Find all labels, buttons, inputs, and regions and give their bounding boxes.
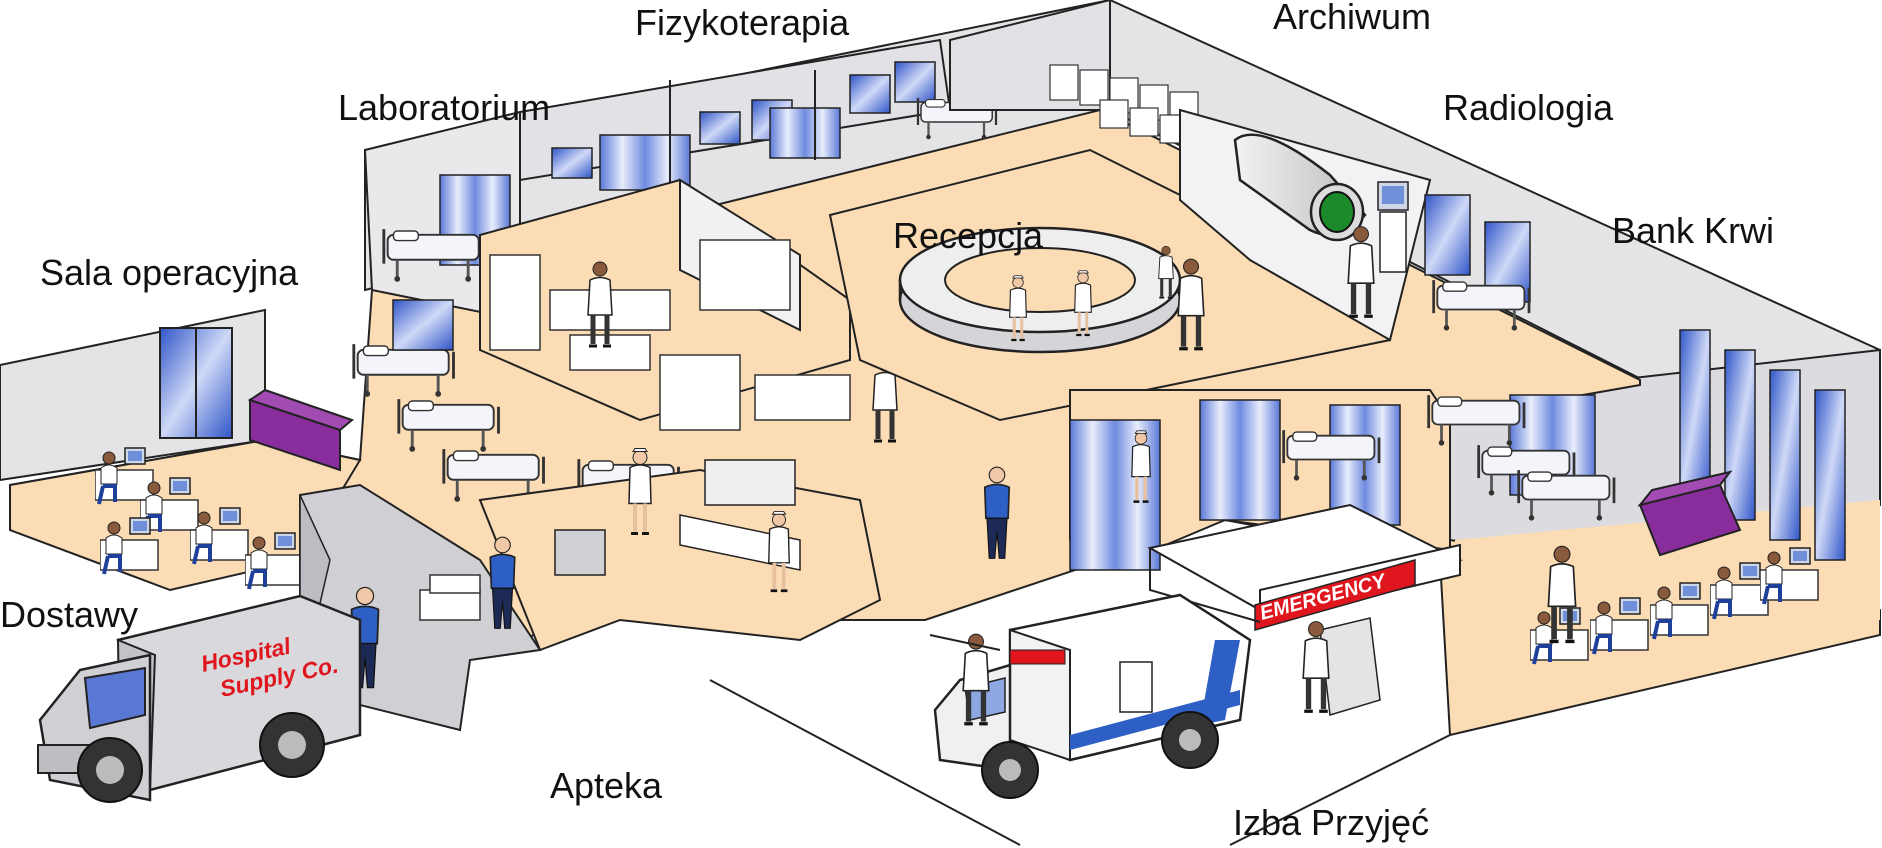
delivery-truck-icon: Hospital Supply Co.: [37, 594, 362, 803]
window-icon: [1724, 349, 1756, 521]
boxes-icon: [419, 574, 481, 621]
window-icon: [1769, 369, 1801, 541]
label-sala-operacyjna: Sala operacyjna: [40, 252, 299, 293]
emergency-entrance: EMERGENCY: [1147, 503, 1463, 716]
label-radiologia: Radiologia: [1443, 87, 1614, 128]
window-icon: [1424, 194, 1471, 276]
pharmacy-shelf-icon: [704, 459, 796, 506]
label-dostawy: Dostawy: [0, 594, 138, 635]
lab-cabinets-icon: [489, 239, 851, 431]
sofa-icon: [247, 388, 355, 472]
blood-bank-room: [1530, 329, 1846, 666]
room-labels: Fizykoterapia Archiwum Laboratorium Radi…: [0, 0, 1774, 843]
label-recepcja: Recepcja: [893, 215, 1044, 256]
ambulance-icon: [933, 593, 1252, 799]
ct-scanner-icon: [1233, 133, 1367, 242]
label-bank-krwi: Bank Krwi: [1612, 210, 1774, 251]
sofa-icon: [1637, 470, 1742, 557]
reception-area: [828, 148, 1391, 422]
window-icon: [1814, 389, 1846, 561]
archive-shelves: [949, 0, 1199, 251]
curtain-icon: [769, 107, 841, 159]
window-icon: [392, 299, 454, 351]
left-wing-room: [9, 327, 362, 592]
curtain-icon: [1199, 399, 1281, 521]
window-icon: [1679, 329, 1711, 501]
label-laboratorium: Laboratorium: [338, 87, 550, 128]
label-fizykoterapia: Fizykoterapia: [635, 2, 850, 43]
radiology-room: [1179, 108, 1531, 342]
label-apteka: Apteka: [550, 765, 663, 806]
laboratory-room: [479, 178, 897, 441]
physiotherapy-rooms: [519, 38, 998, 191]
monitor-icon: [1377, 181, 1409, 273]
observation-bays: [983, 389, 1616, 571]
driveway: [709, 634, 1451, 846]
pharmacy-room: [478, 449, 882, 652]
label-izba-przyjec: Izba Przyjęć: [1233, 802, 1429, 843]
label-archiwum: Archiwum: [1273, 0, 1431, 37]
